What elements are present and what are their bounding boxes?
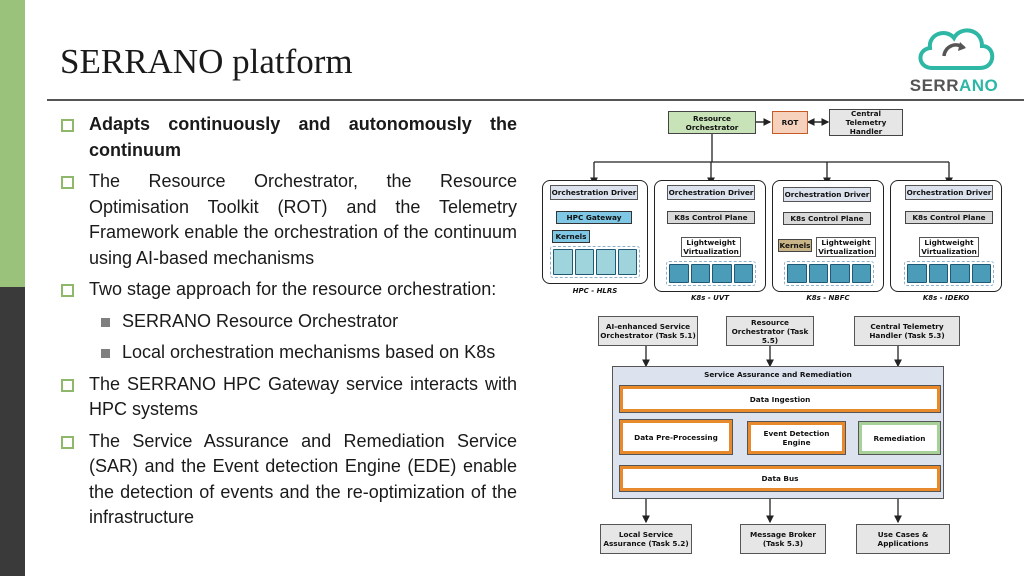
- slide-title: SERRANO platform: [60, 42, 353, 81]
- lightweight-virt-nbfc: Lightweight Virtualization: [816, 237, 876, 257]
- sar-container-title: Service Assurance and Remediation: [704, 370, 852, 379]
- bullet-square-icon: [61, 284, 74, 297]
- orchestration-driver-ideko: Orchestration Driver: [905, 185, 993, 200]
- hpc-node-rack: [550, 246, 640, 278]
- bullet-square-icon: [61, 435, 74, 449]
- event-detection-box: Event Detection Engine: [747, 421, 846, 455]
- orchestration-driver-hpc: Orchestration Driver: [550, 185, 638, 200]
- kernels-box-nbfc: Kernels: [778, 239, 812, 252]
- site-label-hpc: HPC - HLRS: [572, 287, 618, 295]
- bullet-item: Two stage approach for the resource orch…: [60, 277, 517, 303]
- serrano-logo: SERRANO: [906, 18, 1002, 98]
- nbfc-node-rack: [784, 261, 874, 286]
- message-broker-box: Message Broker (Task 5.3): [740, 524, 826, 554]
- accent-bar-dark: [0, 287, 25, 576]
- ai-orchestrator-box: AI-enhanced Service Orchestrator (Task 5…: [598, 316, 698, 346]
- orchestration-driver-nbfc: Orchestration Driver: [783, 187, 871, 202]
- hpc-gateway-box: HPC Gateway: [556, 211, 632, 224]
- kernels-box-hpc: Kernels: [552, 230, 590, 243]
- data-preprocessing-box: Data Pre-Processing: [619, 419, 733, 455]
- title-divider: [47, 99, 1024, 101]
- sub-bullet-square-icon: [101, 349, 110, 358]
- data-ingestion-box: Data Ingestion: [619, 385, 941, 413]
- logo-wordmark: SERRANO: [909, 76, 999, 95]
- sub-bullet-item: SERRANO Resource Orchestrator: [60, 309, 517, 335]
- local-service-assurance-box: Local Service Assurance (Task 5.2): [600, 524, 692, 554]
- bullet-square-icon: [61, 176, 74, 189]
- rot-box: ROT: [772, 111, 808, 134]
- ideko-node-rack: [904, 261, 994, 286]
- bullet-item: Adapts continuously and autonomously the…: [60, 112, 517, 163]
- cloud-refresh-icon: [918, 28, 995, 70]
- bullet-square-icon: [61, 119, 74, 132]
- lightweight-virt-ideko: Lightweight Virtualization: [919, 237, 979, 257]
- architecture-diagram: Resource Orchestrator ROT Central Teleme…: [536, 104, 1006, 576]
- site-label-nbfc: K8s - NBFC: [806, 294, 850, 302]
- k8s-control-plane-uvt: K8s Control Plane: [667, 211, 755, 224]
- sub-bullet-square-icon: [101, 317, 110, 327]
- orchestration-driver-uvt: Orchestration Driver: [667, 185, 755, 200]
- resource-orchestrator-box: Resource Orchestrator: [668, 111, 756, 134]
- k8s-control-plane-ideko: K8s Control Plane: [905, 211, 993, 224]
- site-label-ideko: K8s - IDEKO: [922, 294, 970, 302]
- telemetry-handler-box: Central Telemetry Handler: [829, 109, 903, 136]
- bullet-square-icon: [61, 378, 74, 392]
- k8s-control-plane-nbfc: K8s Control Plane: [783, 212, 871, 225]
- site-label-uvt: K8s - UVT: [690, 294, 730, 302]
- lightweight-virt-uvt: Lightweight Virtualization: [681, 237, 741, 257]
- bullet-item: The SERRANO HPC Gateway service interact…: [60, 372, 517, 423]
- sub-bullet-item: Local orchestration mechanisms based on …: [60, 340, 517, 366]
- use-cases-box: Use Cases & Applications: [856, 524, 950, 554]
- accent-bar-green: [0, 0, 25, 287]
- bullet-list: Adapts continuously and autonomously the…: [60, 112, 517, 537]
- data-bus-box: Data Bus: [619, 465, 941, 492]
- central-telemetry-task-box: Central Telemetry Handler (Task 5.3): [854, 316, 960, 346]
- resource-orchestrator-task-box: Resource Orchestrator (Task 5.5): [726, 316, 814, 346]
- bullet-item: The Resource Orchestrator, the Resource …: [60, 169, 517, 271]
- bullet-item: The Service Assurance and Remediation Se…: [60, 429, 517, 531]
- uvt-node-rack: [666, 261, 756, 286]
- remediation-box: Remediation: [858, 421, 941, 455]
